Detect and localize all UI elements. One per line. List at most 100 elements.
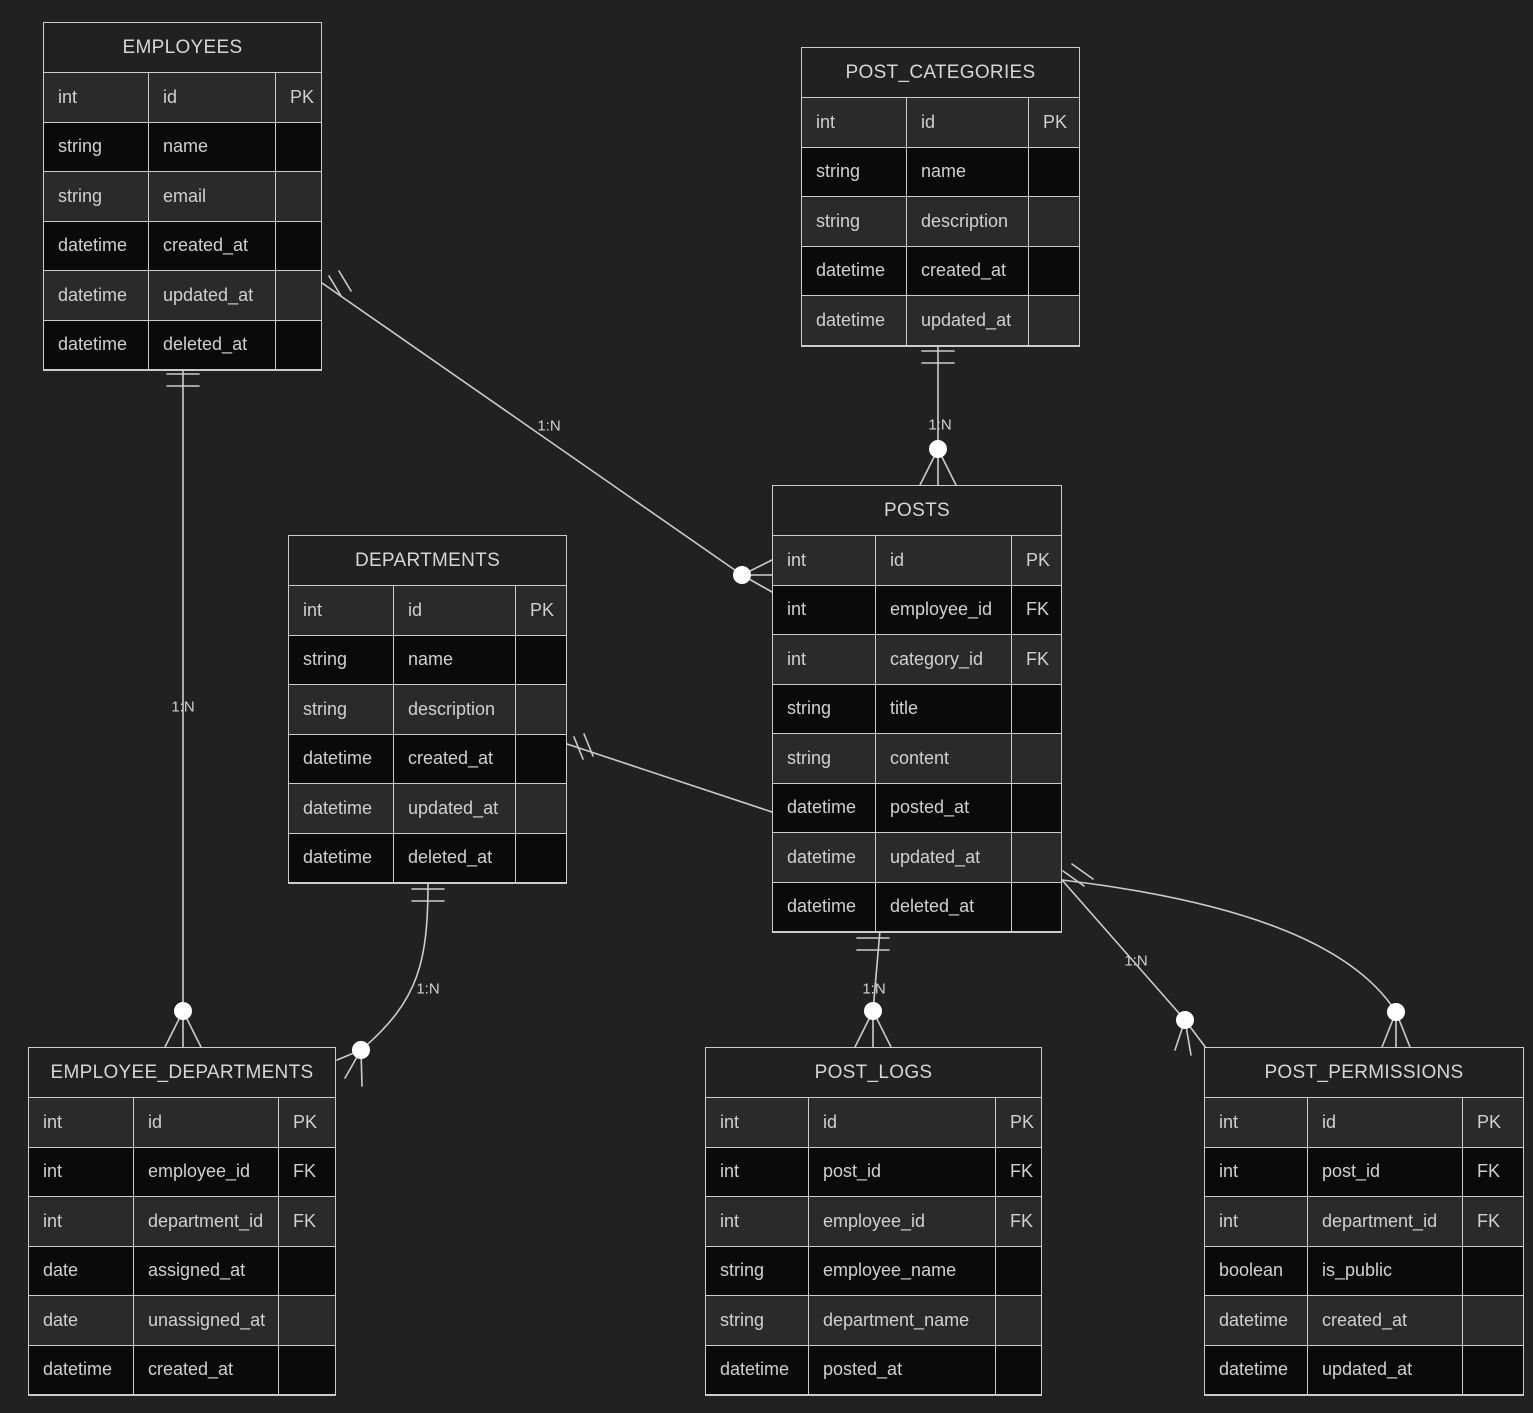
attribute-type: date (29, 1296, 134, 1346)
attribute-key: PK (1029, 98, 1079, 148)
attribute-type: boolean (1205, 1246, 1308, 1296)
attribute-type: datetime (289, 833, 394, 883)
attribute-key: FK (996, 1197, 1041, 1247)
attribute-key: FK (279, 1148, 335, 1197)
attribute-key: FK (1463, 1148, 1523, 1197)
attribute-type: string (773, 684, 876, 734)
attribute-key (1029, 148, 1079, 197)
attribute-name: description (907, 197, 1029, 247)
attribute-key (516, 735, 566, 784)
attribute-key: FK (1012, 586, 1061, 635)
attribute-type: datetime (773, 833, 876, 883)
attribute-key (276, 271, 321, 321)
attribute-key (1463, 1346, 1523, 1395)
attribute-key: PK (1012, 536, 1061, 586)
attribute-type: string (773, 734, 876, 784)
attribute-type: datetime (29, 1345, 134, 1395)
attribute-key: PK (516, 586, 566, 636)
edge-label-post_categories-posts: 1:N (928, 416, 952, 434)
attribute-type: int (802, 98, 907, 148)
attribute-name: updated_at (394, 784, 516, 834)
attribute-name: department_id (134, 1197, 279, 1247)
attribute-name: post_id (1308, 1147, 1463, 1197)
attribute-type: int (289, 586, 394, 636)
edge-label-employees-posts: 1:N (537, 417, 561, 435)
attribute-name: created_at (149, 221, 276, 271)
attribute-name: department_id (1308, 1197, 1463, 1247)
attribute-key: FK (1463, 1197, 1523, 1247)
attribute-type: int (773, 635, 876, 685)
attribute-name: id (394, 586, 516, 636)
attribute-key (516, 834, 566, 883)
attribute-key (1029, 197, 1079, 247)
attribute-type: int (1205, 1147, 1308, 1197)
attribute-type: int (706, 1147, 809, 1197)
attribute-key (279, 1346, 335, 1395)
entity-title-employee_departments: EMPLOYEE_DEPARTMENTS (29, 1048, 335, 1098)
entity-title-post_logs: POST_LOGS (706, 1048, 1041, 1098)
edge-departments-posts (567, 734, 772, 812)
attribute-type: datetime (802, 246, 907, 296)
attribute-key: PK (1463, 1098, 1523, 1148)
attribute-name: id (1308, 1098, 1463, 1148)
edge-departments-post-permissions (1062, 880, 1410, 1047)
attribute-name: post_id (809, 1147, 996, 1197)
attribute-key (276, 222, 321, 271)
attribute-name: created_at (1308, 1296, 1463, 1346)
attribute-name: deleted_at (876, 882, 1012, 932)
attribute-name: employee_name (809, 1246, 996, 1296)
attribute-name: id (149, 73, 276, 123)
attribute-key (1012, 833, 1061, 883)
attribute-key (1029, 296, 1079, 346)
attribute-name: employee_id (809, 1197, 996, 1247)
attribute-type: datetime (44, 221, 149, 271)
attribute-key (516, 685, 566, 735)
attribute-name: updated_at (876, 833, 1012, 883)
attribute-type: datetime (44, 320, 149, 370)
attribute-type: datetime (773, 882, 876, 932)
attribute-name: id (907, 98, 1029, 148)
attribute-type: datetime (1205, 1345, 1308, 1395)
attribute-type: string (289, 685, 394, 735)
attribute-type: int (29, 1197, 134, 1247)
attribute-key (276, 172, 321, 222)
attribute-name: email (149, 172, 276, 222)
attribute-type: datetime (773, 783, 876, 833)
attribute-name: deleted_at (149, 320, 276, 370)
attribute-key: FK (1012, 635, 1061, 685)
attribute-key (276, 321, 321, 370)
attribute-key (516, 636, 566, 685)
attribute-name: name (907, 147, 1029, 197)
attribute-key (1463, 1296, 1523, 1346)
attribute-key (279, 1296, 335, 1346)
attribute-name: content (876, 734, 1012, 784)
attribute-name: title (876, 684, 1012, 734)
attribute-key (1029, 247, 1079, 296)
